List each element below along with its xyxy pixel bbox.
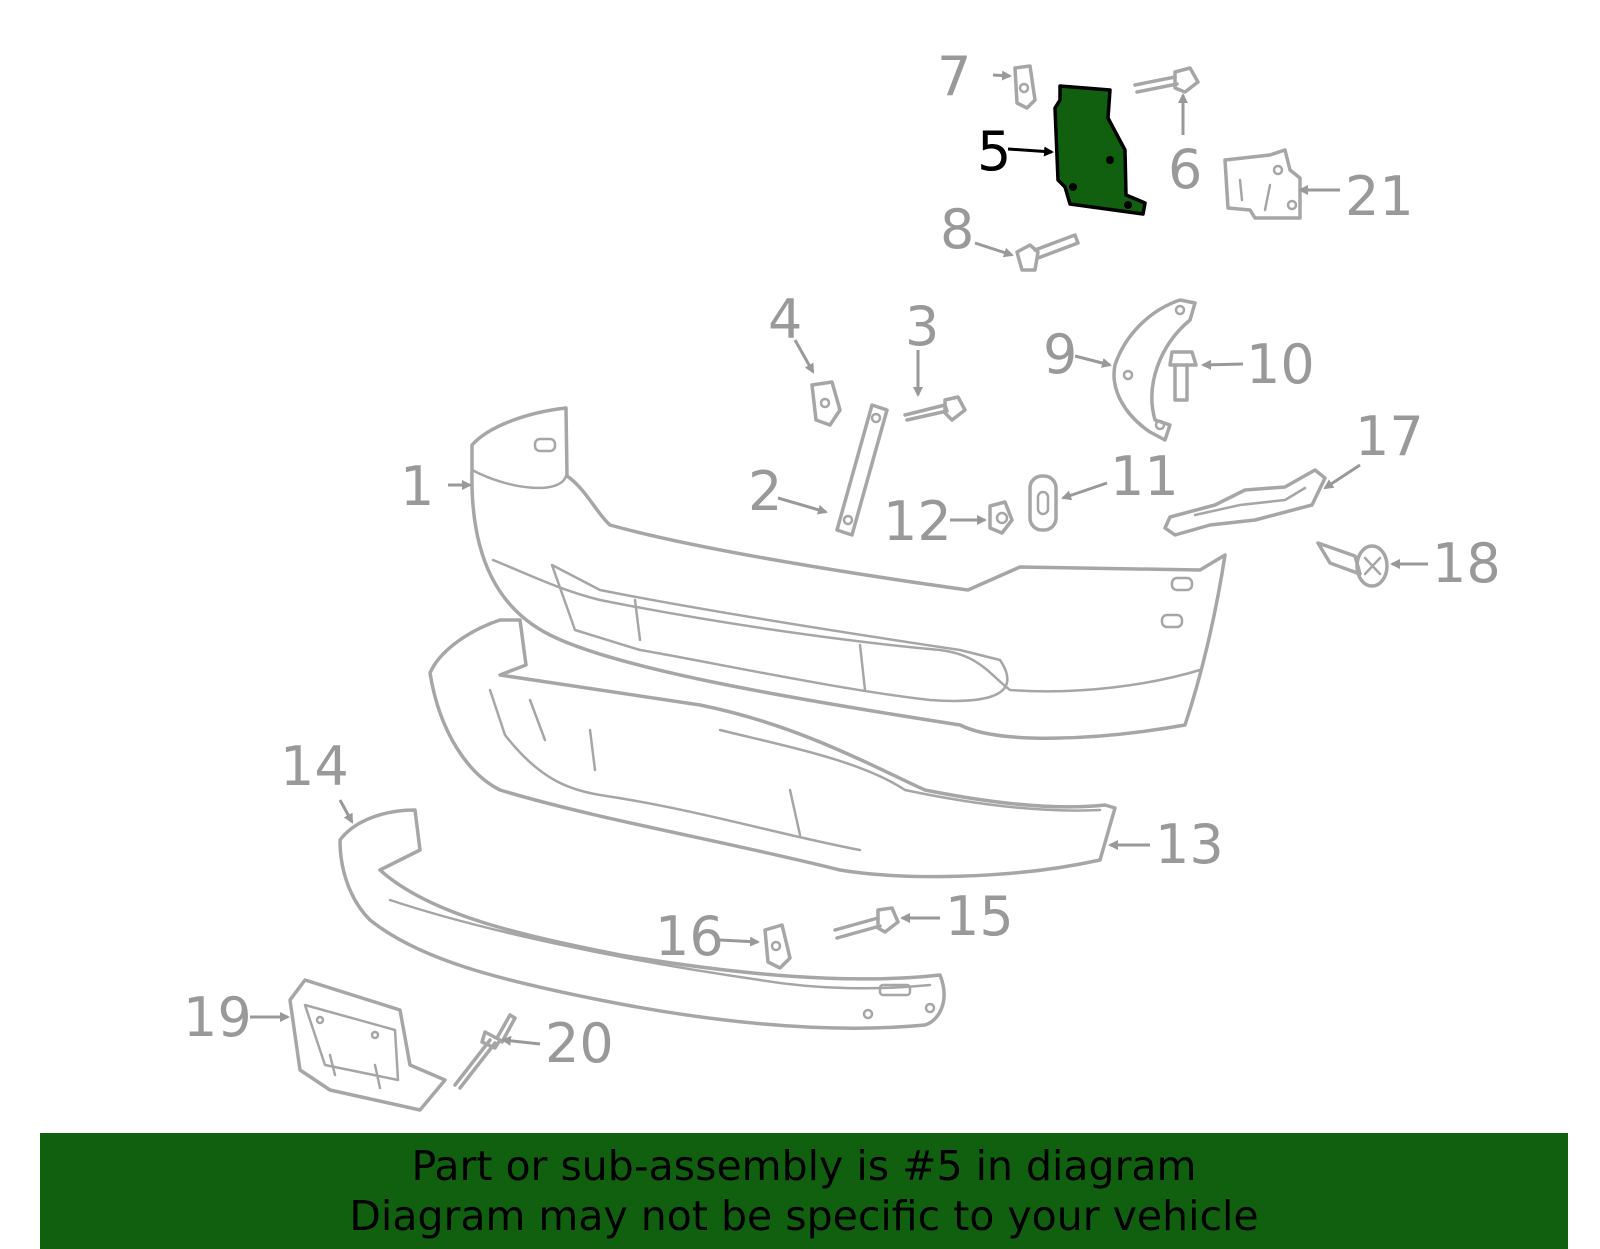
banner-line-2: Diagram may not be specific to your vehi… [349, 1192, 1259, 1240]
callout-9: 9 [1043, 323, 1077, 386]
callout-16: 16 [655, 905, 724, 968]
callout-14: 14 [280, 735, 349, 798]
callout-labels: 1 2 3 4 5 6 7 8 9 10 11 12 13 14 15 16 1… [183, 45, 1501, 1075]
part-6-bolt[interactable] [1133, 66, 1200, 94]
part-2-bracket[interactable] [835, 403, 889, 537]
part-11-grommet[interactable] [1028, 474, 1058, 532]
callout-10: 10 [1246, 333, 1315, 396]
leader-arrows [250, 70, 1428, 1046]
part-4-clip-nut[interactable] [810, 380, 842, 427]
info-banner: Part or sub-assembly is #5 in diagram Di… [40, 1133, 1568, 1249]
part-19-license-bracket[interactable] [288, 978, 447, 1112]
callout-5: 5 [977, 120, 1011, 183]
callout-8: 8 [940, 198, 974, 261]
callout-11: 11 [1110, 445, 1179, 508]
part-9-reinforcement[interactable] [1112, 298, 1197, 442]
callout-17: 17 [1355, 405, 1424, 468]
callout-7: 7 [937, 45, 971, 108]
part-5-bracket-highlighted[interactable] [1053, 84, 1147, 216]
callout-13: 13 [1155, 813, 1224, 876]
callout-3: 3 [905, 295, 939, 358]
callout-20: 20 [545, 1012, 614, 1075]
part-13-lower-valance[interactable] [428, 618, 1117, 879]
part-21-bracket[interactable] [1223, 148, 1302, 220]
part-7-clip-nut[interactable] [1013, 64, 1037, 110]
part-20-rivet[interactable] [453, 1013, 517, 1090]
callout-21: 21 [1345, 165, 1414, 228]
part-12-nut[interactable] [988, 500, 1014, 535]
part-10-bolt[interactable] [1168, 350, 1198, 402]
part-16-clip-nut[interactable] [763, 923, 792, 970]
part-15-bolt[interactable] [833, 906, 900, 940]
part-17-bracket[interactable] [1163, 468, 1327, 537]
part-3-bolt[interactable] [903, 395, 967, 422]
callout-4: 4 [768, 288, 802, 351]
callout-1: 1 [400, 455, 434, 518]
part-8-bolt[interactable] [1015, 233, 1080, 272]
part-18-push-pin[interactable] [1316, 541, 1389, 588]
banner-line-1: Part or sub-assembly is #5 in diagram [411, 1142, 1197, 1190]
callout-15: 15 [945, 885, 1014, 948]
callout-2: 2 [748, 460, 782, 523]
callout-19: 19 [183, 986, 252, 1049]
part-14-lower-trim[interactable] [338, 808, 946, 1030]
callout-12: 12 [883, 490, 952, 553]
callout-6: 6 [1168, 138, 1202, 201]
callout-18: 18 [1432, 532, 1501, 595]
part-1-bumper-cover[interactable] [470, 406, 1227, 740]
